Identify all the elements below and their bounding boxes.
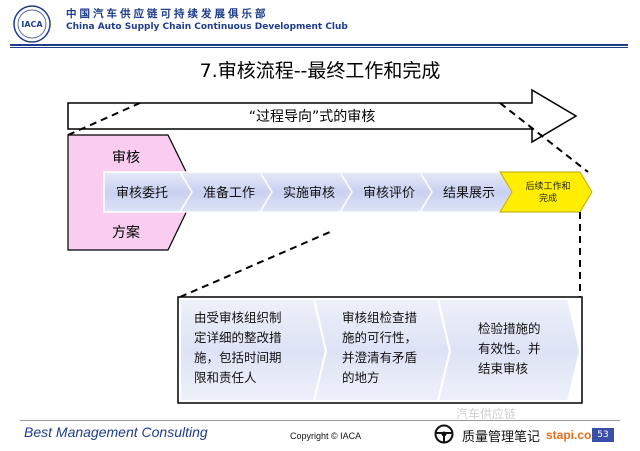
- step-label: 审核评价: [363, 186, 415, 201]
- step-label: 准备工作: [203, 185, 255, 201]
- detail-line: 检验措施的: [478, 321, 541, 336]
- watermark-text: 质量管理笔记: [462, 430, 541, 445]
- detail-line: 的地方: [342, 370, 380, 385]
- steering-wheel-icon: [434, 424, 454, 444]
- iaca-logo: IACA: [13, 5, 51, 43]
- detail-line: 施的可行性，: [342, 330, 417, 345]
- banner-arrow: [67, 88, 578, 144]
- detail-line: 施，包括时间期: [194, 350, 282, 365]
- watermark-faint-text: 汽车供应链: [456, 407, 517, 421]
- header-title-en: China Auto Supply Chain Continuous Devel…: [66, 22, 348, 32]
- zoom-line: [67, 102, 141, 136]
- step-label: 审核委托: [116, 186, 168, 201]
- detail-line: 定详细的整改措: [194, 330, 282, 345]
- header-title-cn: 中国汽车供应链可持续发展俱乐部: [66, 8, 269, 20]
- step-label: 实施审核: [283, 186, 335, 201]
- detail-chevron: [436, 298, 582, 402]
- detail-line: 审核组检查措: [342, 310, 417, 325]
- step-chevron-final: [499, 171, 593, 213]
- detail-line: 由受审核组织制: [194, 310, 282, 325]
- step-label-final-line1: 后续工作和: [525, 180, 570, 192]
- slide-title: 7.审核流程--最终工作和完成: [199, 60, 441, 82]
- zoom-line: [179, 231, 331, 298]
- detail-line: 限和责任人: [194, 370, 257, 385]
- step-label-final-line2: 完成: [539, 192, 557, 204]
- banner-label: “过程导向”式的审核: [249, 109, 376, 125]
- detail-line: 并澄清有矛盾: [342, 350, 417, 365]
- plan-box-bottom-label: 方案: [112, 224, 140, 241]
- logo-text: IACA: [21, 20, 43, 29]
- page-number: 53: [592, 428, 614, 442]
- footer-copyright: Copyright © IACA: [290, 431, 362, 441]
- detail-line: 结束审核: [478, 361, 529, 376]
- plan-box-top-label: 审核: [112, 150, 140, 166]
- header-divider-thin: [10, 47, 628, 48]
- footer-company: Best Management Consulting: [24, 424, 208, 440]
- zoom-line: [499, 102, 589, 173]
- watermark-site: stapi.com: [546, 428, 603, 442]
- header-divider: [10, 44, 628, 46]
- detail-line: 有效性。并: [478, 341, 541, 356]
- step-label: 结果展示: [443, 186, 495, 201]
- footer-divider: [20, 420, 620, 421]
